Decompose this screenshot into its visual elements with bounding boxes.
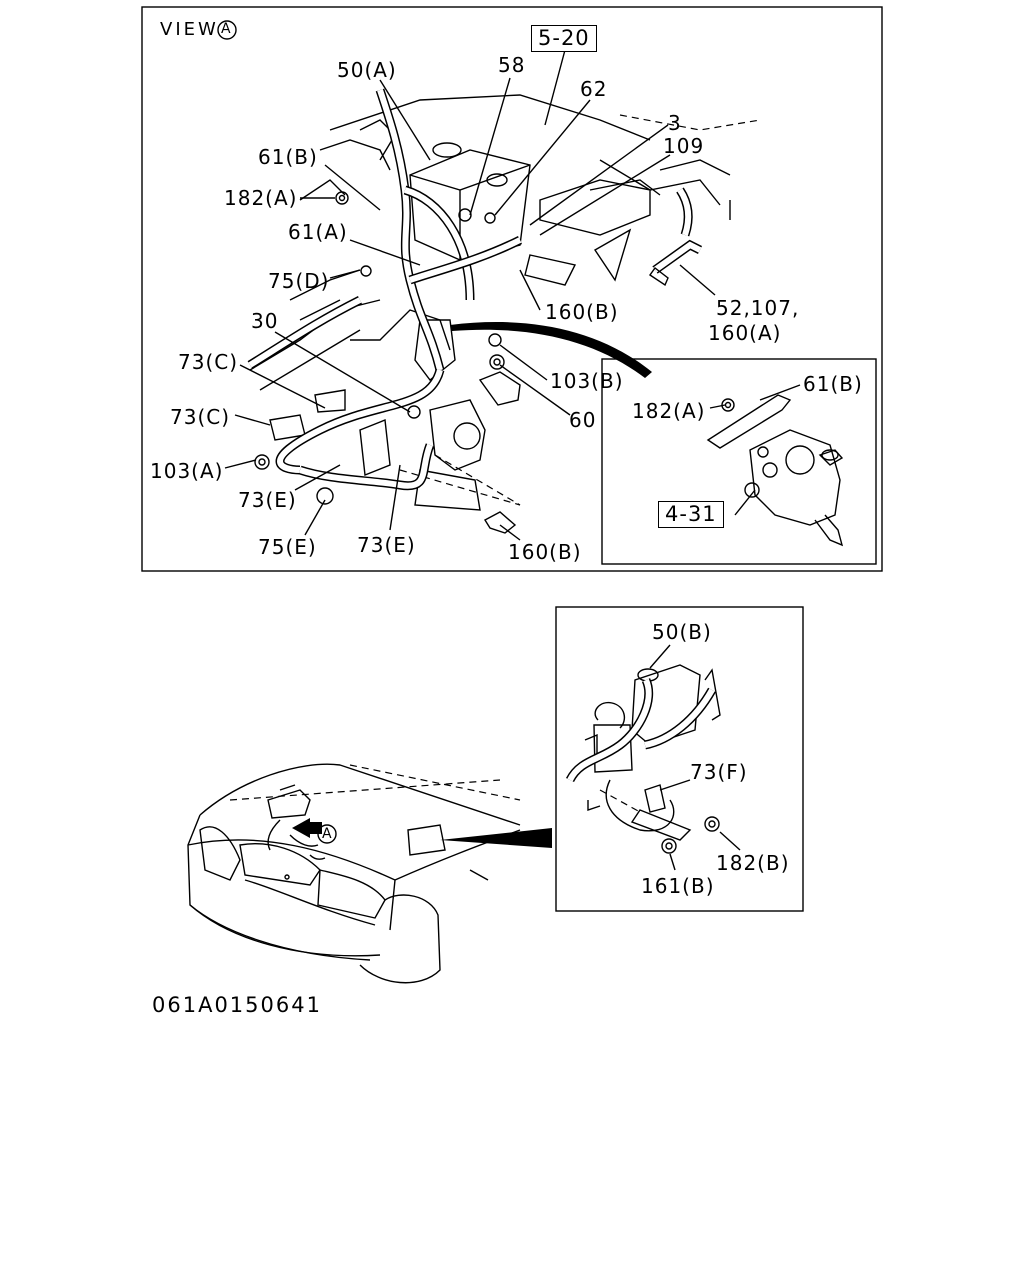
label-61b: 61(B) — [258, 145, 318, 169]
label-73e-1: 73(E) — [238, 488, 297, 512]
inset-pointer-arrow — [450, 322, 652, 378]
car-view-circle — [317, 824, 337, 844]
view-a-title: VIEW — [160, 19, 219, 40]
car-view-letter: A — [322, 826, 333, 842]
label-58: 58 — [498, 53, 526, 77]
label-182a: 182(A) — [224, 186, 298, 210]
ref-box-5-20: 5-20 — [531, 25, 597, 52]
relay-inset-frame — [555, 606, 804, 912]
label-160b-top: 160(B) — [545, 300, 619, 324]
label-161b: 161(B) — [641, 874, 715, 898]
label-160a: 160(A) — [708, 321, 782, 345]
drawing-number: 061A0150641 — [152, 993, 322, 1017]
view-a-letter: A — [221, 21, 232, 37]
label-62: 62 — [580, 77, 608, 101]
label-182b: 182(B) — [716, 851, 790, 875]
label-75d: 75(D) — [268, 269, 330, 293]
steering-gear-drawing — [706, 394, 844, 547]
view-a-circle — [217, 20, 237, 40]
label-75e: 75(E) — [258, 535, 317, 559]
label-30: 30 — [251, 309, 279, 333]
label-61b-inset: 61(B) — [803, 372, 863, 396]
label-182a-inset: 182(A) — [632, 399, 706, 423]
label-60: 60 — [569, 408, 597, 432]
view-a-frame — [141, 6, 883, 572]
label-52-107: 52,107, — [716, 296, 800, 320]
label-50a: 50(A) — [337, 58, 397, 82]
label-109: 109 — [663, 134, 705, 158]
relay-drawing — [565, 644, 741, 871]
leader-lines — [224, 49, 801, 541]
label-3: 3 — [668, 111, 682, 135]
label-73c-2: 73(C) — [170, 405, 231, 429]
label-103b: 103(B) — [550, 369, 624, 393]
label-73c-1: 73(C) — [178, 350, 239, 374]
ref-box-4-31: 4-31 — [658, 501, 724, 528]
fasteners — [254, 191, 669, 505]
steering-gear-inset-frame — [601, 358, 877, 565]
label-103a: 103(A) — [150, 459, 224, 483]
label-73e-2: 73(E) — [357, 533, 416, 557]
wiring-harness — [247, 88, 703, 491]
label-61a: 61(A) — [288, 220, 348, 244]
car-outline-drawing — [187, 763, 552, 984]
label-160b-bottom: 160(B) — [508, 540, 582, 564]
label-50b: 50(B) — [652, 620, 712, 644]
label-73f: 73(F) — [690, 760, 748, 784]
